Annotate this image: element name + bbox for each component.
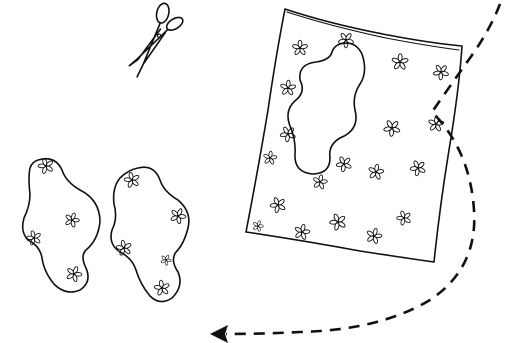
flower-petal <box>428 119 436 125</box>
flower-icon <box>267 194 289 216</box>
flower-petal <box>333 214 339 223</box>
flower-petal <box>280 83 288 89</box>
flower-petal <box>70 220 75 228</box>
flower-petal <box>433 70 441 75</box>
scissors-icon <box>114 0 188 80</box>
flower-icon <box>292 222 311 241</box>
flower-icon <box>391 53 409 70</box>
flower-icon <box>327 210 350 233</box>
flower-petal <box>257 226 261 232</box>
flower-petal <box>400 58 409 64</box>
flower-icon <box>367 163 385 181</box>
flower-petal <box>292 44 300 50</box>
flower-icon <box>292 40 308 55</box>
flower-icon <box>122 169 143 191</box>
flower-icon <box>407 157 429 179</box>
flower-center <box>299 47 301 49</box>
dashed-arrow-path <box>226 4 500 334</box>
flower-icon <box>311 173 329 190</box>
flower-petal <box>372 236 378 244</box>
flower-petal <box>300 44 308 50</box>
flower-icon <box>159 253 174 267</box>
flower-icon <box>380 116 404 139</box>
cut-out-hole <box>288 43 365 174</box>
flower-petal <box>273 197 279 205</box>
flower-icon <box>262 150 278 165</box>
flower-icon <box>251 219 265 232</box>
flower-icon <box>152 277 173 298</box>
flower-petal <box>30 230 35 238</box>
cut-pad-left <box>23 159 100 292</box>
flower-icon <box>364 226 384 245</box>
flower-petal <box>392 57 401 63</box>
arrow-head-icon <box>210 325 228 343</box>
flower-pattern <box>24 29 452 299</box>
flower-icon <box>64 264 85 284</box>
flower-petal <box>300 232 306 240</box>
flower-icon <box>279 80 296 96</box>
cut-pad-right <box>111 167 189 301</box>
flower-icon <box>394 208 414 229</box>
flower-icon <box>430 61 452 83</box>
flower-icon <box>63 211 82 230</box>
flower-icon <box>333 153 355 175</box>
flower-petal <box>400 210 406 218</box>
